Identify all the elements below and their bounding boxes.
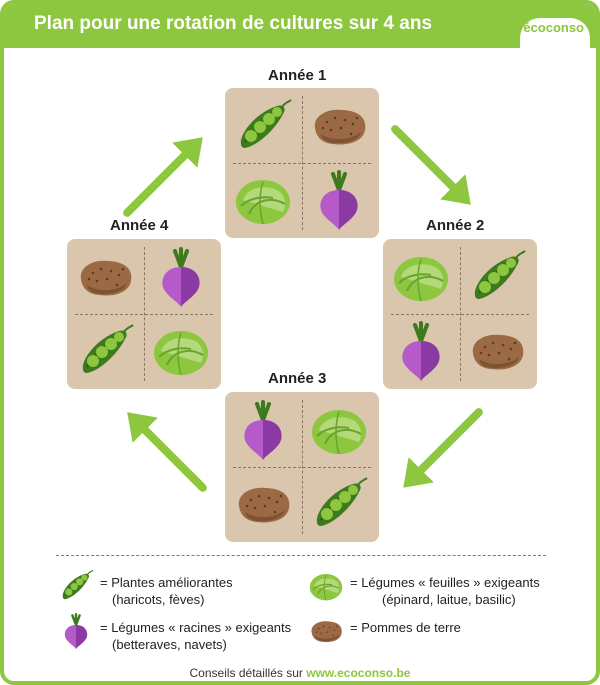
legend-turnip: = Légumes « racines » exigeants (bettera… <box>100 620 292 652</box>
year-3-label: Année 3 <box>268 370 327 387</box>
legend-potato: = Pommes de terre <box>350 620 461 635</box>
turnip-icon <box>58 613 94 649</box>
footer-link[interactable]: www.ecoconso.be <box>306 666 411 680</box>
cabbage-icon <box>309 400 369 460</box>
pea-pod-icon <box>467 247 527 307</box>
potato-icon <box>233 474 293 534</box>
year-2-label: Année 2 <box>426 217 485 234</box>
year-3-board <box>225 392 379 542</box>
pea-pod-icon <box>309 474 369 534</box>
cabbage-icon <box>308 568 344 604</box>
cabbage-icon <box>151 321 211 381</box>
legend-divider <box>56 555 546 556</box>
cabbage-icon <box>233 170 293 230</box>
footer: Conseils détaillés sur www.ecoconso.be <box>0 666 600 680</box>
potato-icon <box>467 321 527 381</box>
arrow-year1-to-year2-icon <box>388 122 478 212</box>
turnip-icon <box>151 247 211 307</box>
potato-icon <box>309 96 369 156</box>
year-4-board <box>67 239 221 389</box>
legend-cabbage: = Légumes « feuilles » exigeants (épinar… <box>350 575 540 607</box>
footer-text: Conseils détaillés sur <box>189 666 303 680</box>
pea-pod-icon <box>75 321 135 381</box>
cabbage-icon <box>391 247 451 307</box>
year-4-label: Année 4 <box>110 217 169 234</box>
arrow-year4-to-year1-icon <box>120 130 210 220</box>
year-1-label: Année 1 <box>268 67 327 84</box>
potato-icon <box>75 247 135 307</box>
year-1-board <box>225 88 379 238</box>
logo-badge <box>520 18 590 58</box>
header-bar: Plan pour une rotation de cultures sur 4… <box>4 4 596 48</box>
arrow-year3-to-year4-icon <box>120 405 210 495</box>
turnip-icon <box>309 170 369 230</box>
year-2-board <box>383 239 537 389</box>
turnip-icon <box>391 321 451 381</box>
pea-pod-icon <box>58 568 94 604</box>
logo[interactable]: écoconso <box>523 20 584 35</box>
turnip-icon <box>233 400 293 460</box>
potato-icon <box>308 613 344 649</box>
legend-peas: = Plantes améliorantes (haricots, fèves) <box>100 575 233 607</box>
page-title: Plan pour une rotation de cultures sur 4… <box>34 13 433 34</box>
pea-pod-icon <box>233 96 293 156</box>
arrow-year2-to-year3-icon <box>396 405 486 495</box>
